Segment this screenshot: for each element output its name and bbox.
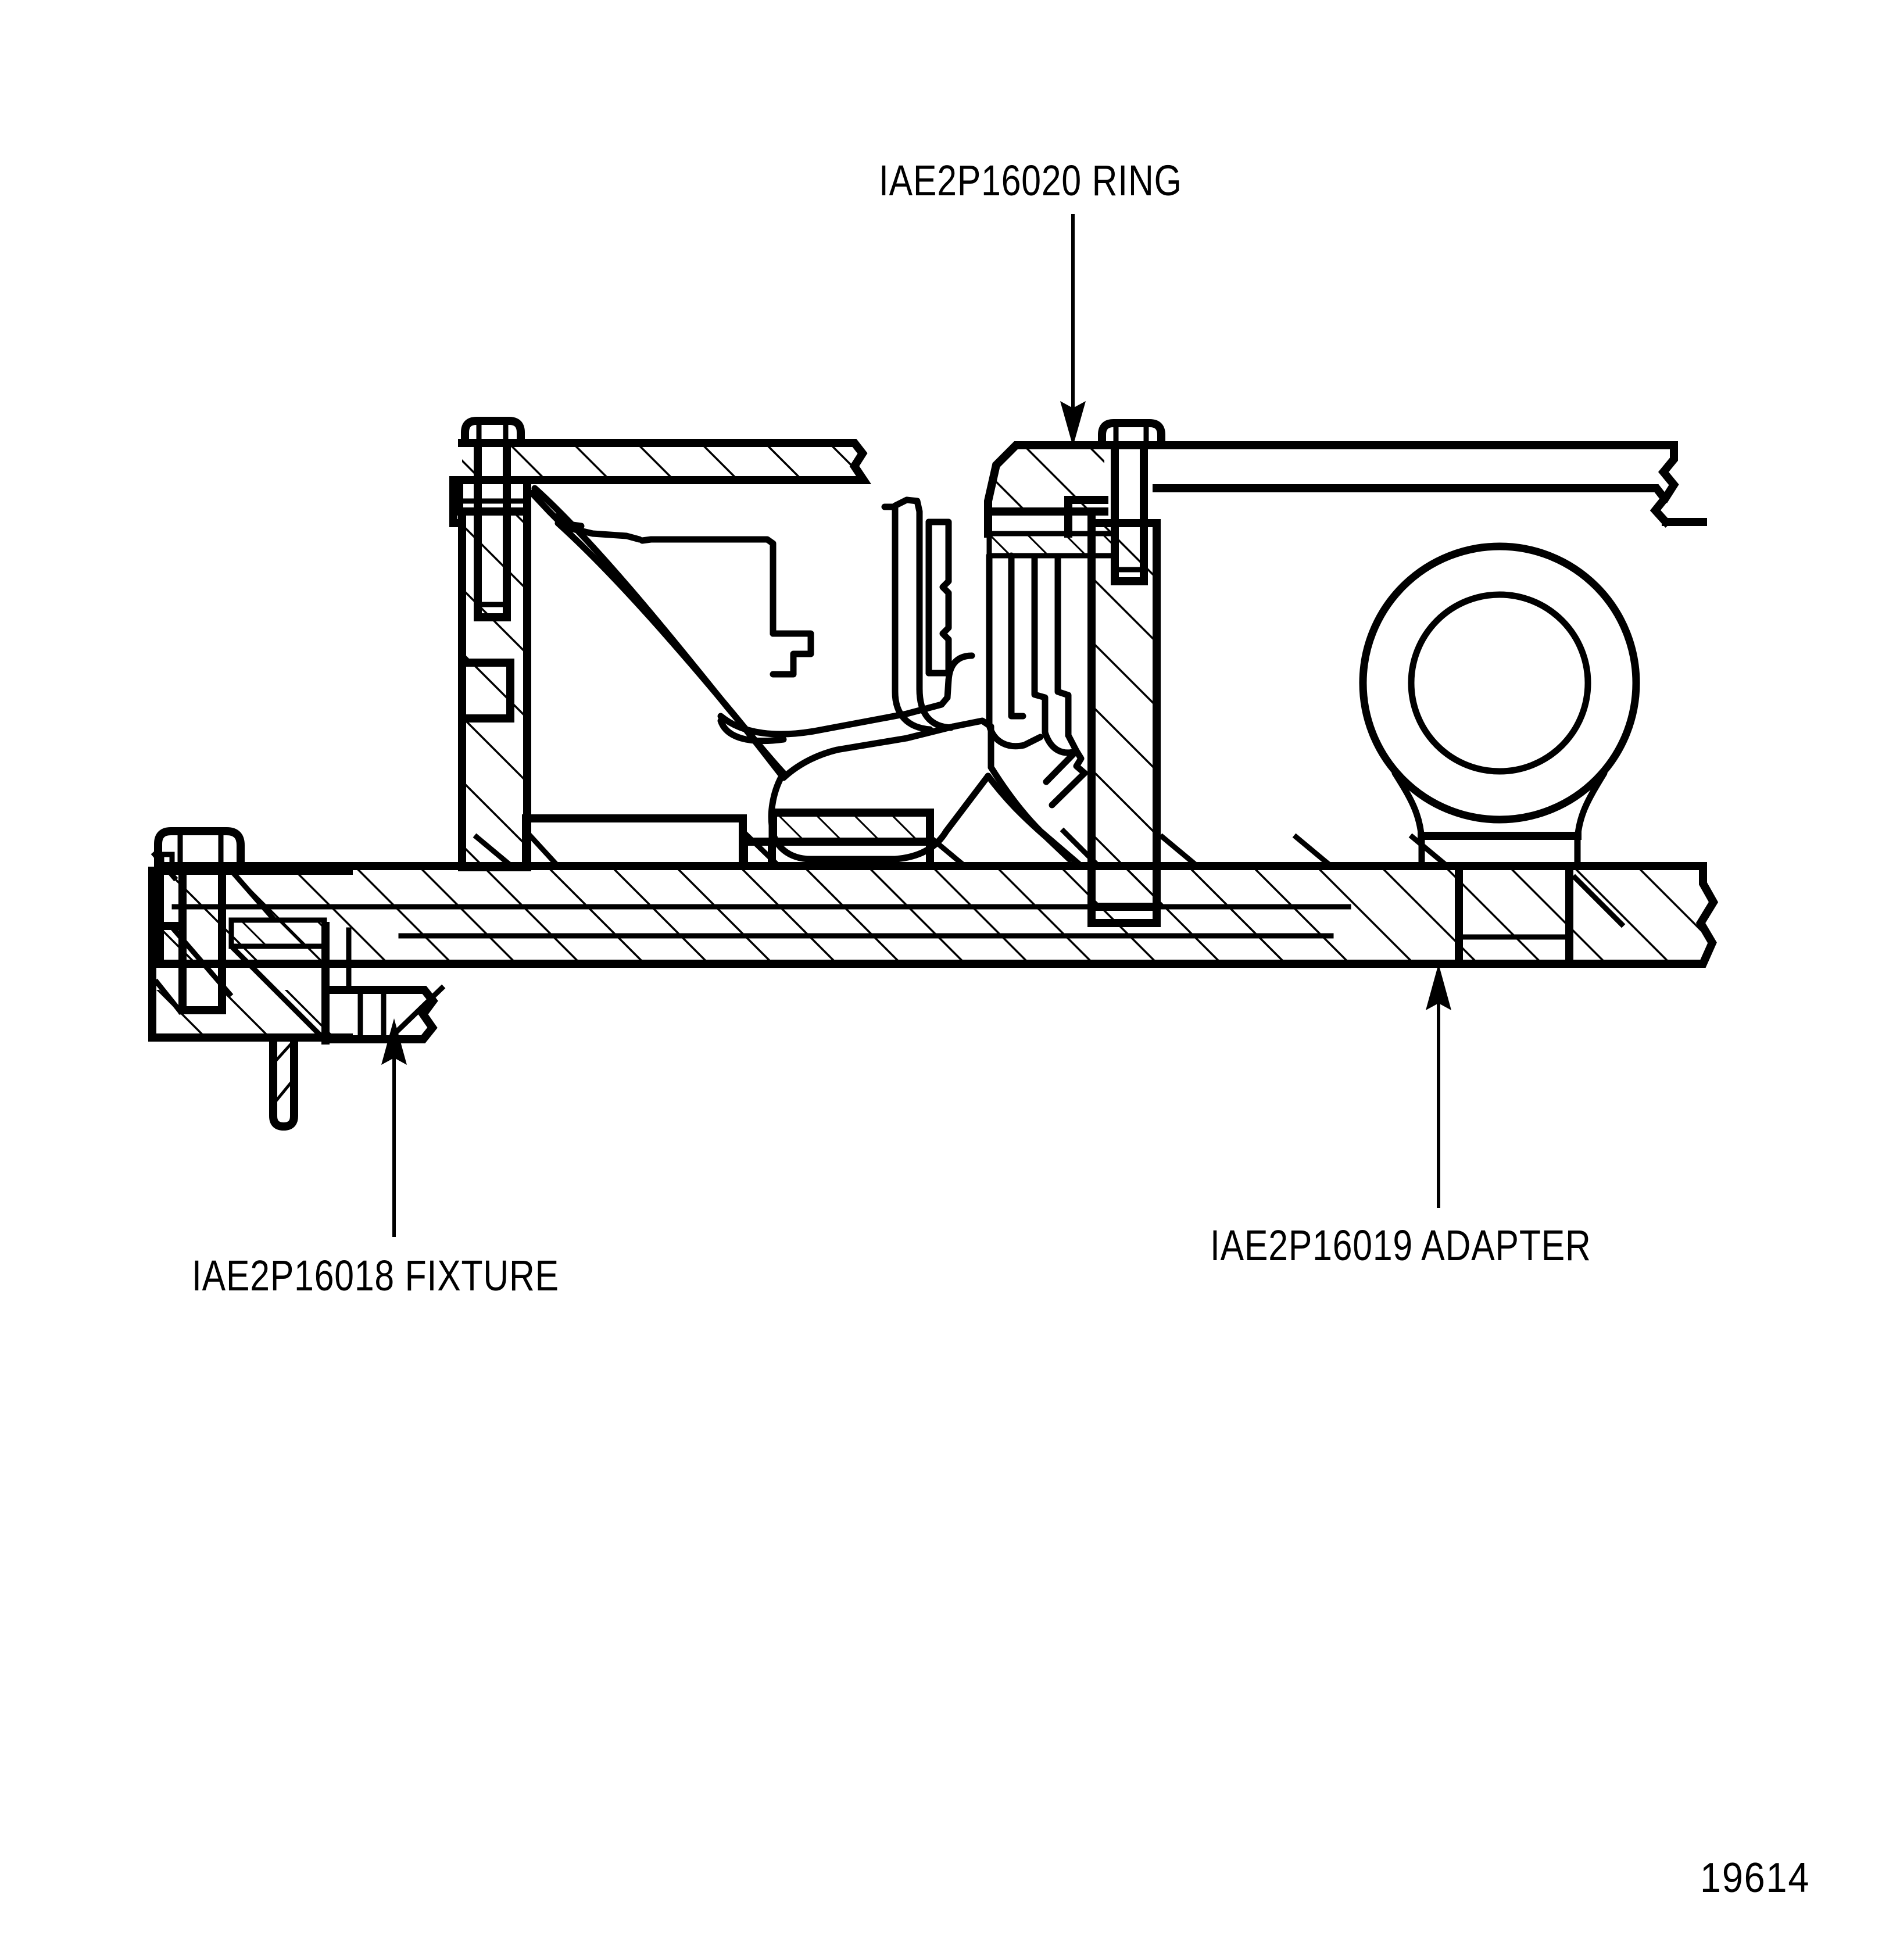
left-fixture-column [449,417,531,871]
right-fixture-column [1087,419,1165,927]
ring-part-label: IAE2P16020 RING [879,156,1182,205]
upper-cross-hatched-beam [458,439,872,484]
leader-adapter [1426,964,1451,1208]
left-fixture-foot [148,827,446,1131]
lifting-eye-bolt [1359,542,1640,968]
fixture-support-blocks [473,814,1451,870]
engine-casing-profile [528,485,1088,870]
adapter-part-label: IAE2P16019 ADAPTER [1210,1221,1591,1269]
ring-section-block [984,441,1707,559]
fixture-part-label: IAE2P16018 FIXTURE [192,1251,559,1300]
leader-fixture [381,1018,407,1237]
leader-ring [1060,214,1086,446]
adapter-base-plate [156,862,1719,968]
figure-number: 19614 [1700,1855,1811,1901]
